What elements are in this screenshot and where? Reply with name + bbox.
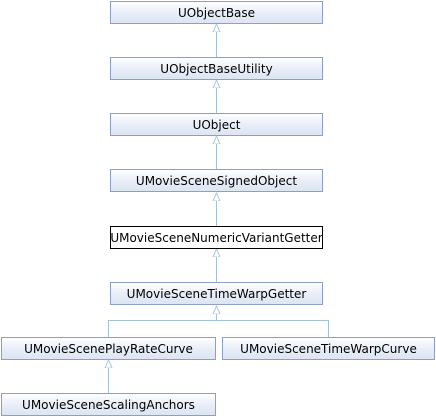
class-node-label: UObjectBase (177, 5, 256, 20)
class-node-label: UMovieScenePlayRateCurve (24, 341, 193, 356)
class-node-umoviesceneplayratecurve[interactable]: UMovieScenePlayRateCurve (1, 337, 216, 360)
class-node-label: UMovieSceneSignedObject (135, 173, 298, 188)
class-node-umoviescenetimewarpcurve[interactable]: UMovieSceneTimeWarpCurve (222, 337, 435, 360)
class-node-label: UMovieSceneNumericVariantGetter (110, 230, 323, 245)
edge-timewarpcurve-to-timewarpgetter (216, 320, 329, 337)
class-node-label: UMovieSceneTimeWarpCurve (240, 341, 417, 356)
class-node-label: UObjectBaseUtility (160, 61, 273, 76)
class-node-umoviescenescalinganchors[interactable]: UMovieSceneScalingAnchors (1, 393, 216, 416)
class-node-uobjectbaseutility[interactable]: UObjectBaseUtility (110, 57, 323, 80)
edge-playratecurve-to-timewarpgetter (108, 306, 217, 337)
class-node-label: UObject (192, 117, 241, 132)
class-node-label: UMovieSceneScalingAnchors (22, 397, 195, 412)
class-node-umoviescenenumericvariantgetter: UMovieSceneNumericVariantGetter (110, 226, 323, 249)
class-node-umoviescenesignedobject[interactable]: UMovieSceneSignedObject (110, 169, 323, 192)
class-node-uobject[interactable]: UObject (110, 113, 323, 136)
class-node-label: UMovieSceneTimeWarpGetter (126, 286, 307, 301)
class-node-umoviescenetimewarpgetter[interactable]: UMovieSceneTimeWarpGetter (110, 282, 323, 305)
class-node-uobjectbase[interactable]: UObjectBase (110, 1, 323, 24)
